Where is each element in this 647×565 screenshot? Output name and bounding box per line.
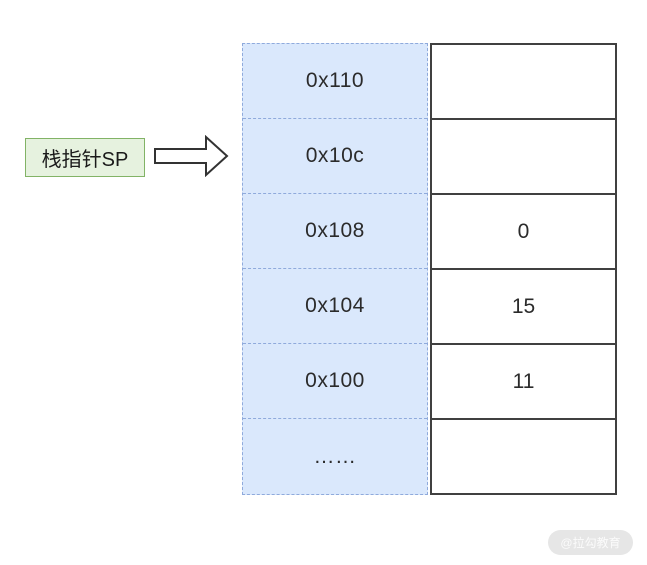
value-cell: 0 [432, 195, 615, 270]
value-cell [432, 420, 615, 493]
value-cell [432, 120, 615, 195]
value-cell: 15 [432, 270, 615, 345]
address-cell: 0x100 [243, 344, 427, 419]
arrow-right-icon [154, 135, 229, 177]
value-cell: 11 [432, 345, 615, 420]
address-cell: 0x110 [243, 44, 427, 119]
value-cell [432, 45, 615, 120]
address-cell: 0x10c [243, 119, 427, 194]
address-cell-ellipsis: …… [313, 444, 357, 468]
value-column: 0 15 11 [430, 43, 617, 495]
address-cell: 0x108 [243, 194, 427, 269]
stack-pointer-label: 栈指针SP [25, 138, 145, 177]
address-column: 0x110 0x10c 0x108 0x104 0x100 …… [242, 43, 428, 495]
watermark-badge: @拉勾教育 [548, 530, 633, 555]
memory-table: 0x110 0x10c 0x108 0x104 0x100 …… 0 15 11 [242, 43, 617, 495]
address-cell: 0x104 [243, 269, 427, 344]
